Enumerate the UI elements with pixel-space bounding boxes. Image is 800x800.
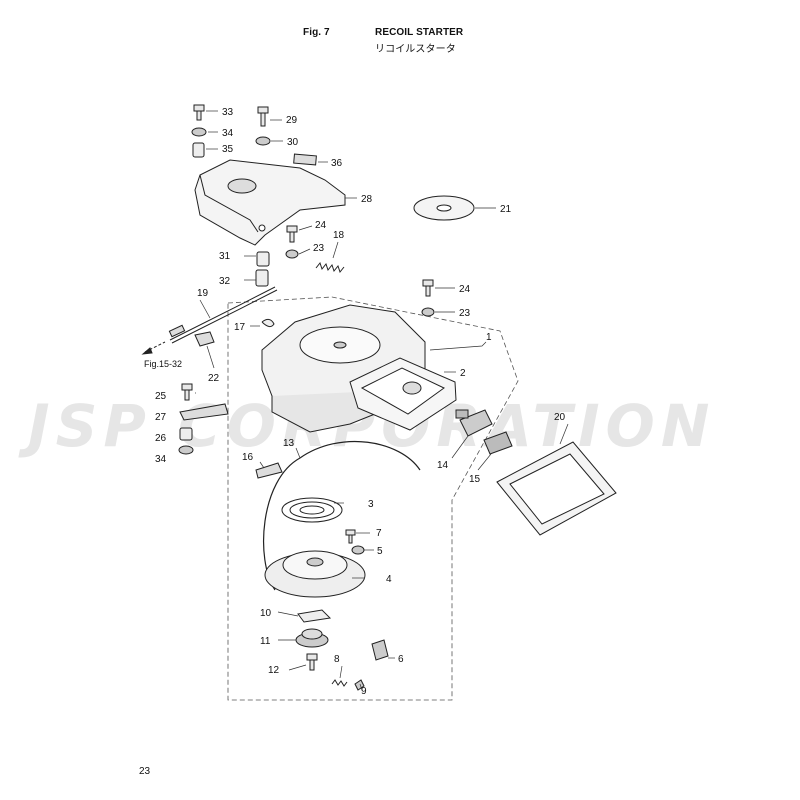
part-clip-17 (261, 318, 275, 328)
callout-27: 27 (155, 412, 167, 423)
part-bolt-25 (181, 383, 193, 401)
callout-labels: 33 34 35 29 30 36 28 21 24 23 18 31 32 1… (144, 107, 566, 697)
part-bolt-24-left (286, 225, 298, 243)
part-pawl-6 (371, 639, 389, 661)
part-cover (194, 159, 346, 246)
figure-title-japanese: リコイルスタータ (375, 44, 456, 55)
part-bolt-7 (345, 529, 356, 544)
callout-8: 8 (334, 654, 340, 665)
callout-24-lower: 24 (459, 284, 471, 295)
part-collar-26 (179, 427, 193, 441)
callout-1: 1 (486, 332, 492, 343)
figure-number: Fig. 7 (303, 27, 330, 38)
callout-13: 13 (283, 438, 295, 449)
part-spring-18 (315, 261, 345, 274)
callout-17: 17 (234, 322, 246, 333)
callout-28: 28 (361, 194, 373, 205)
callout-15: 15 (469, 474, 481, 485)
part-bracket-22 (194, 331, 215, 347)
part-stopper-15 (483, 431, 513, 455)
callout-31: 31 (219, 251, 231, 262)
callout-35: 35 (222, 144, 234, 155)
callout-4: 4 (386, 574, 392, 585)
callout-6: 6 (398, 654, 404, 665)
part-grommet-20 (496, 441, 617, 536)
leader-lines (195, 110, 569, 691)
part-washer-23-right (421, 307, 435, 317)
callout-18: 18 (333, 230, 345, 241)
callout-3: 3 (368, 499, 374, 510)
part-guide-16 (255, 462, 283, 479)
part-spring-3 (281, 497, 343, 523)
callout-24-upper: 24 (315, 220, 327, 231)
callout-11: 11 (260, 636, 271, 647)
part-bolt-29 (257, 106, 269, 127)
part-washer-34b (178, 445, 194, 455)
callout-10: 10 (260, 608, 272, 619)
callout-5: 5 (377, 546, 383, 557)
part-bolt-33 (193, 104, 205, 121)
callout-9: 9 (361, 686, 367, 697)
callout-26: 26 (155, 433, 167, 444)
callout-22: 22 (208, 373, 220, 384)
callout-30: 30 (287, 137, 299, 148)
part-collar-5 (351, 545, 365, 555)
callout-25: 25 (155, 391, 167, 402)
callout-2: 2 (460, 368, 466, 379)
callout-34b: 34 (155, 454, 167, 465)
callout-21: 21 (500, 204, 512, 215)
callout-29: 29 (286, 115, 298, 126)
part-plate-21 (413, 195, 475, 221)
part-bolt-12 (306, 653, 318, 671)
callout-33: 33 (222, 107, 234, 118)
part-bolt-24-right (422, 279, 434, 297)
callout-16: 16 (242, 452, 254, 463)
part-collar-32 (255, 269, 269, 287)
callout-19: 19 (197, 288, 209, 299)
callout-23-lower: 23 (459, 308, 471, 319)
part-handle-case-2 (349, 357, 457, 431)
part-pad-36 (293, 153, 317, 166)
part-plate-27 (179, 403, 229, 421)
callout-32: 32 (219, 276, 231, 287)
part-washer-23-left (285, 249, 299, 259)
part-cable-19 (141, 286, 278, 355)
callout-12: 12 (268, 665, 280, 676)
callout-14: 14 (437, 460, 449, 471)
part-cap-11 (295, 628, 329, 648)
part-reel-4 (264, 550, 366, 598)
callout-7: 7 (376, 528, 382, 539)
part-washer-34 (191, 127, 207, 137)
callout-20: 20 (554, 412, 566, 423)
part-plate-10 (297, 609, 332, 623)
callout-23-upper: 23 (313, 243, 325, 254)
part-pin-9 (354, 679, 365, 691)
part-spring-8 (331, 679, 348, 687)
figure-title: RECOIL STARTER (375, 27, 464, 38)
callout-34: 34 (222, 128, 234, 139)
part-collar-31 (256, 251, 270, 267)
part-collar-35 (192, 142, 205, 158)
callout-36: 36 (331, 158, 343, 169)
page-number: 23 (139, 766, 151, 777)
reference-fig-15-32: Fig.15-32 (144, 359, 182, 369)
part-washer-30 (255, 136, 271, 146)
part-handle-14 (455, 409, 493, 437)
